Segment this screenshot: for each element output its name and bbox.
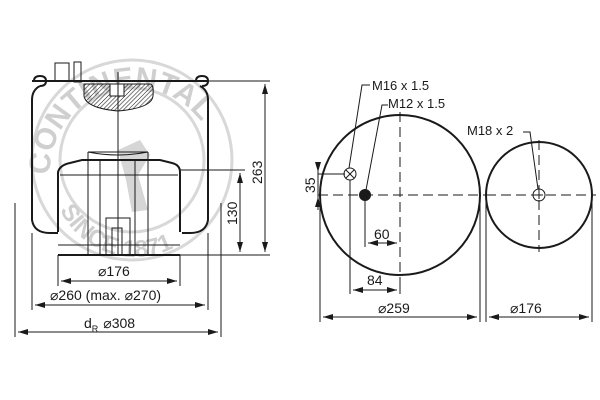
dim-bellow-dia: ⌀260 (max. ⌀270) xyxy=(50,287,161,303)
thread-m18-label: M18 x 2 xyxy=(467,123,513,138)
stud-left-icon xyxy=(54,62,70,82)
horse-logo-icon xyxy=(118,140,150,212)
dim-piston-dia: ⌀176 xyxy=(98,263,130,279)
stud-right-icon xyxy=(73,61,82,83)
dim-plate-dia: ⌀259 xyxy=(378,300,410,316)
side-view-dimensions: 263 130 ⌀176 ⌀260 (max. ⌀270) dR⌀308 xyxy=(14,80,270,337)
air-spring-side-view xyxy=(31,61,210,256)
dim-piston-height: 130 xyxy=(224,201,240,225)
dim-offset-v: 35 xyxy=(302,177,318,193)
bottom-view: M18 x 2 ⌀176 xyxy=(467,123,596,322)
thread-m12-label: M12 x 1.5 xyxy=(388,96,445,111)
dim-offset-84: 84 xyxy=(367,272,383,288)
hole-m18-icon xyxy=(532,188,546,202)
dim-total-height: 263 xyxy=(249,160,265,184)
bump-stop-icon xyxy=(83,83,154,112)
dim-offset-60: 60 xyxy=(374,226,390,242)
hole-m16-icon xyxy=(343,167,357,181)
thread-m16-label: M16 x 1.5 xyxy=(372,78,429,93)
top-plate-view: M16 x 1.5 M12 x 1.5 35 60 84 ⌀259 xyxy=(302,78,490,322)
dim-roll-dia: dR⌀308 xyxy=(84,315,135,334)
dim-bottom-dia: ⌀176 xyxy=(510,300,542,316)
